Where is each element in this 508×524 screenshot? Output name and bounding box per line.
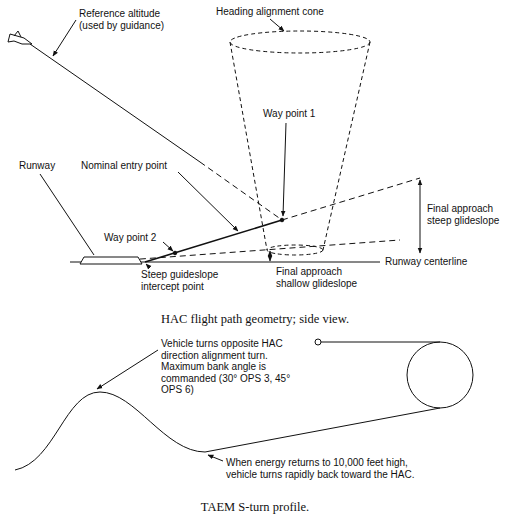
runway-symbol: [80, 257, 142, 264]
steep-bracket: [420, 180, 421, 253]
waypoint-dot: [173, 251, 177, 255]
callout-label: Final approach shallow glideslope: [275, 266, 372, 289]
cone-top: [230, 31, 370, 53]
callout-label: Way point 2: [103, 232, 157, 244]
shallow-bracket: [270, 251, 271, 261]
reference-altitude-dashed: [200, 162, 282, 220]
start-dot: [315, 339, 321, 345]
shuttle-tail: [14, 31, 21, 37]
callout-label: Reference altitude (used by guidance): [78, 8, 180, 31]
callout-label: When energy returns to 10,000 feet high,…: [225, 457, 417, 480]
callout-label: Runway: [18, 160, 56, 172]
callout-label: Nominal entry point: [80, 160, 168, 172]
leader-line: [40, 174, 94, 255]
figure-caption: HAC flight path geometry; side view.: [0, 312, 508, 326]
hac-circle: [407, 342, 473, 408]
steep-glideslope-dashed: [282, 178, 420, 220]
callout-label: Runway centerline: [384, 256, 468, 268]
leader-line: [146, 264, 150, 268]
waypoint-dot: [280, 218, 284, 222]
cone-side: [323, 42, 370, 250]
leader-line: [97, 350, 158, 389]
reference-altitude-line: [30, 44, 200, 162]
leader-line: [163, 242, 173, 251]
callout-label: Vehicle turns opposite HAC direction ali…: [160, 338, 312, 396]
leader-line: [208, 455, 223, 461]
ground-track: [321, 342, 440, 343]
figure-caption: TAEM S-turn profile.: [0, 500, 508, 514]
leader-line: [270, 19, 284, 31]
callout-label: Heading alignment cone: [215, 6, 325, 18]
callout-label: Way point 1: [262, 108, 316, 120]
cone-side: [230, 42, 267, 250]
leader-line: [53, 20, 76, 56]
steep-glideslope: [145, 220, 282, 262]
callout-label: Steep guideslope intercept point: [140, 269, 260, 292]
leader-line: [283, 123, 286, 216]
callout-label: Final approach steep glideslope: [426, 203, 506, 226]
leader-line: [178, 172, 238, 231]
